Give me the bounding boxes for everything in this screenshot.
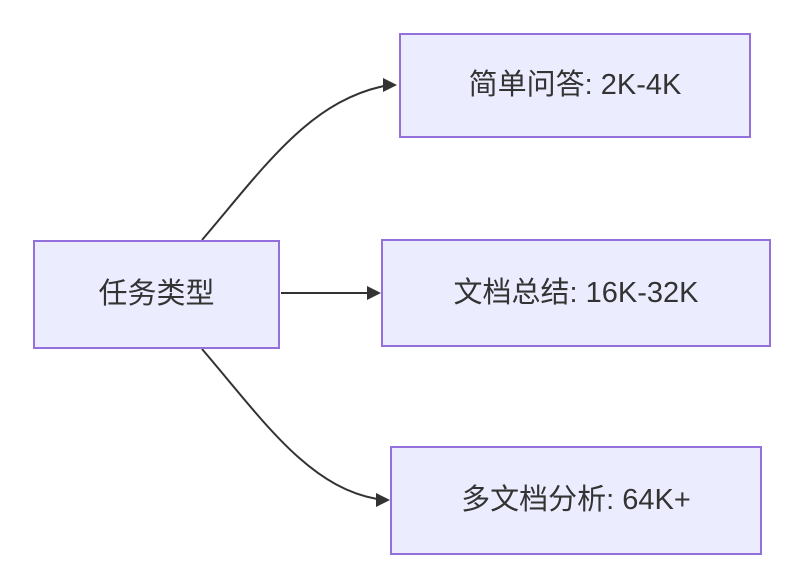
node-multi-doc-analysis: 多文档分析: 64K+ [390,446,762,555]
edge-line [201,85,385,241]
node-simple-qa: 简单问答: 2K-4K [399,33,751,138]
node-task-type-label: 任务类型 [98,278,215,311]
arrowhead-icon [383,78,397,92]
node-multi-doc-analysis-label: 多文档分析: 64K+ [461,484,691,517]
edge-line [201,348,378,500]
node-task-type: 任务类型 [33,240,280,349]
node-doc-summary: 文档总结: 16K-32K [381,239,771,347]
arrowhead-icon [367,286,381,300]
node-simple-qa-label: 简单问答: 2K-4K [468,69,682,102]
edge-root-to-simple-qa [201,78,397,241]
arrowhead-icon [376,493,390,507]
edge-root-to-doc-summary [281,286,381,300]
edge-root-to-multi-doc [201,348,390,507]
node-doc-summary-label: 文档总结: 16K-32K [453,276,699,309]
